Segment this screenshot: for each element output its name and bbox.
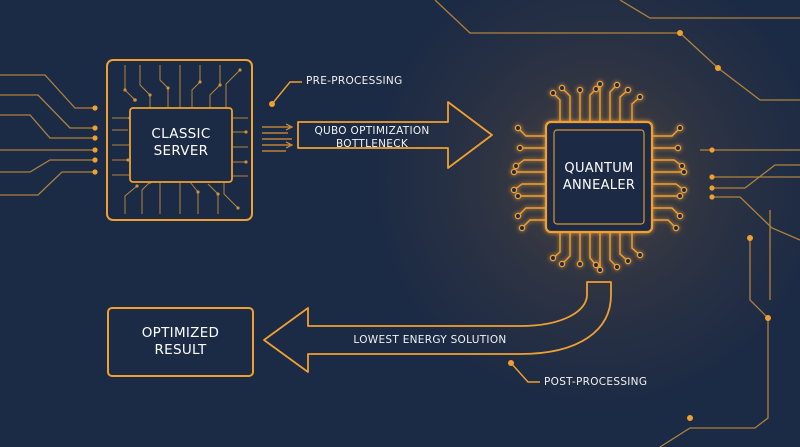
classic-server-chip [106, 59, 253, 221]
classic-server-label: CLASSIC SERVER [130, 126, 232, 160]
qubo-line-1: QUBO OPTIMIZATION [314, 125, 430, 137]
optimized-result-line-2: RESULT [154, 342, 207, 358]
qubo-bottleneck-label: QUBO OPTIMIZATION BOTTLENECK [298, 125, 446, 151]
return-arrow [263, 281, 612, 373]
data-streaks [262, 123, 294, 152]
optimized-result-label: OPTIMIZED RESULT [108, 325, 253, 359]
post-processing-leader [510, 362, 540, 383]
right-circuit-nodes [677, 30, 771, 421]
classic-server-line-2: SERVER [153, 143, 209, 159]
quantum-annealer-chip [510, 80, 688, 274]
classic-server-line-1: CLASSIC [151, 126, 211, 142]
optimized-result-line-1: OPTIMIZED [141, 325, 220, 341]
quantum-annealer-line-1: QUANTUM [564, 161, 634, 176]
pre-processing-label: PRE-PROCESSING [306, 75, 403, 87]
left-circuit-traces [0, 74, 95, 196]
forward-arrow [297, 101, 493, 169]
quantum-annealer-line-2: ANNEALER [562, 178, 636, 193]
quantum-annealer-label: QUANTUM ANNEALER [554, 160, 644, 194]
pre-processing-dot [269, 101, 275, 107]
qubo-line-2: BOTTLENECK [335, 138, 409, 150]
pre-processing-leader [271, 81, 302, 105]
optimized-result-box [107, 307, 254, 377]
right-circuit-traces [434, 0, 800, 447]
post-processing-dot [508, 360, 514, 366]
lowest-energy-label: LOWEST ENERGY SOLUTION [353, 334, 507, 346]
post-processing-label: POST-PROCESSING [544, 376, 648, 388]
left-circuit-nodes [92, 105, 98, 175]
